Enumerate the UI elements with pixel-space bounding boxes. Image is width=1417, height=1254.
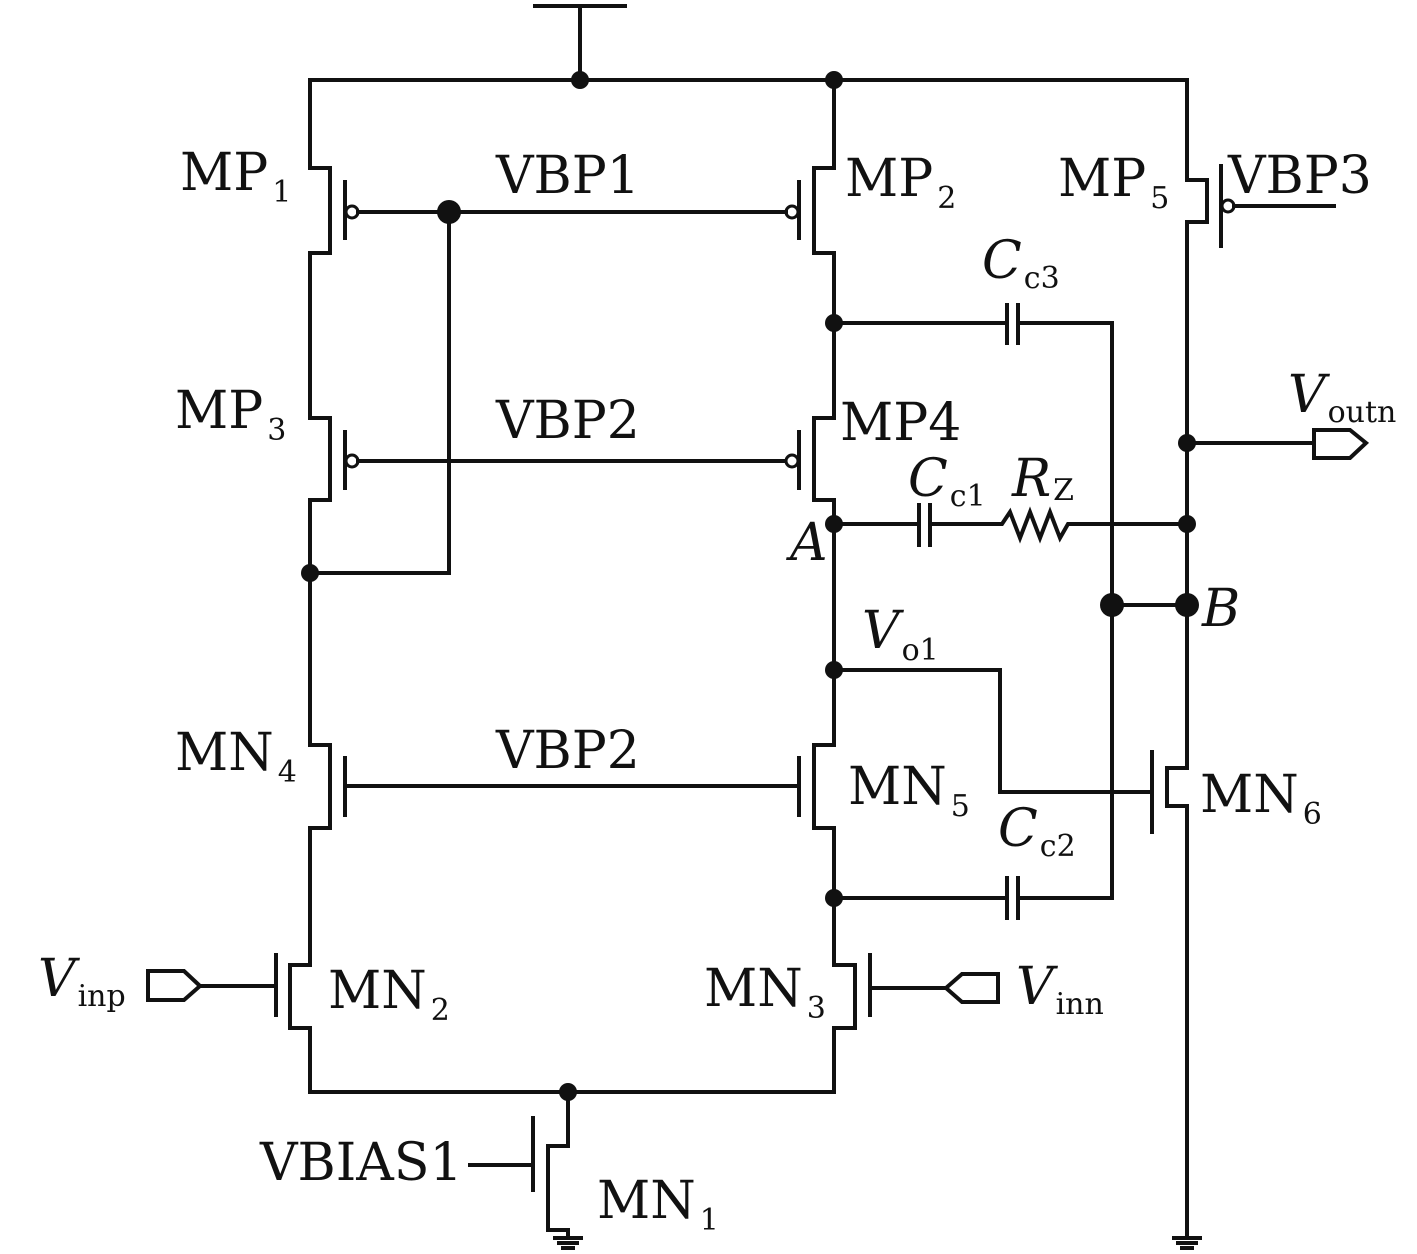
vdd-rail xyxy=(308,4,1189,82)
mp3-transistor xyxy=(308,416,792,502)
mp2-transistor xyxy=(447,166,836,255)
left-branch-wires xyxy=(308,78,836,1094)
vinp-port xyxy=(146,969,203,1002)
vbp2-bottom-label: VBP2 xyxy=(495,721,640,781)
vbp2-top-label: VBP2 xyxy=(495,391,640,451)
vo1-wire xyxy=(832,668,1154,794)
cc3-capacitor xyxy=(832,303,1114,900)
vinn-port xyxy=(942,972,1000,1004)
vinp-label: Vinp xyxy=(38,949,126,1014)
mp1-transistor xyxy=(308,166,451,255)
vinn-label: Vinn xyxy=(1016,957,1104,1022)
mp5-transistor xyxy=(1185,164,1336,248)
cc3-label: Cc3 xyxy=(982,231,1060,296)
mn1-transistor xyxy=(468,1090,570,1238)
node-b-label: B xyxy=(1201,579,1240,639)
mn2-transistor xyxy=(198,940,312,1032)
voutn-label: Voutn xyxy=(1288,365,1396,430)
voutn-port xyxy=(1185,428,1370,460)
cc1-label: Cc1 xyxy=(908,449,986,514)
vbp3-label: VBP3 xyxy=(1227,146,1372,206)
cc1-rz-network xyxy=(832,503,1189,547)
mn3-transistor xyxy=(832,940,948,1032)
rz-label: RZ xyxy=(1011,449,1074,509)
cc2-capacitor xyxy=(832,876,1114,920)
vo1-label: Vo1 xyxy=(862,601,939,668)
mn4-transistor xyxy=(308,743,801,830)
ground-icon-mn6 xyxy=(1172,1236,1202,1250)
vbias1-label: VBIAS1 xyxy=(259,1133,463,1193)
mp4-label: MP4 xyxy=(840,393,961,453)
mn5-transistor xyxy=(797,743,836,830)
junction-dots xyxy=(301,71,1199,1101)
cc2-label: Cc2 xyxy=(998,799,1076,864)
ground-icon-mn1 xyxy=(553,1236,583,1250)
mn6-transistor xyxy=(1150,750,1189,834)
mp4-transistor xyxy=(784,416,836,502)
node-a-label: A xyxy=(786,513,828,573)
vbp1-label: VBP1 xyxy=(495,146,640,206)
